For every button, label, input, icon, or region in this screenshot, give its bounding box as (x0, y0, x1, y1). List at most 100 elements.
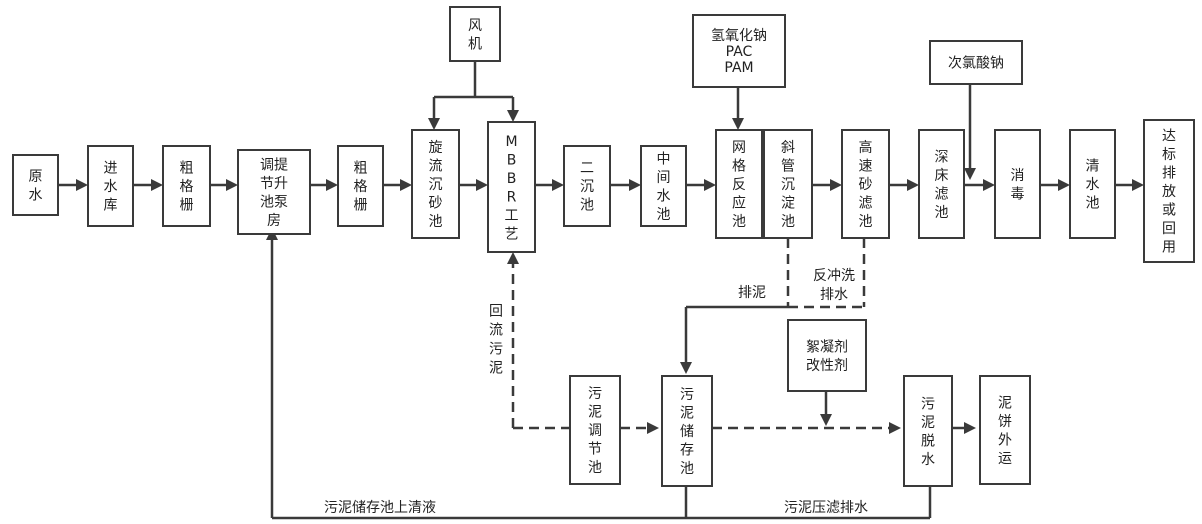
hypochlorite-label-line-1: 次氯酸钠 (948, 56, 1004, 72)
sludge-discharge-label: 排泥 (738, 285, 766, 301)
sludge-dewatering-label-line-2: 泥 (921, 415, 935, 431)
grid-reaction-label-line-2: 格 (732, 159, 746, 175)
return-sludge-label-line-3: 污 (489, 342, 503, 358)
discharge-label-line-4: 放 (1162, 184, 1176, 200)
sludge-conditioning-label-line-2: 泥 (588, 405, 602, 421)
intake-label-line-1: 进 (104, 161, 118, 177)
discharge-label-line-3: 排 (1162, 166, 1176, 182)
coarse-screen-1-label-line-3: 栅 (180, 198, 194, 214)
grid-reaction-label-line-4: 应 (732, 195, 746, 212)
return-sludge-label-line-4: 泥 (489, 361, 503, 377)
inclined-tube-label-line-5: 池 (781, 214, 795, 230)
clear-water-label-line-1: 清 (1086, 159, 1100, 175)
grit-chamber-label-line-4: 砂 (429, 196, 443, 212)
sludge-storage-label-line-3: 储 (680, 424, 694, 440)
flocculant-label-line-1: 絮凝剂 (806, 338, 848, 355)
coarse-screen-1-box: 粗格栅 (162, 145, 211, 227)
secondary-clarifier-label-line-3: 池 (580, 198, 594, 214)
inclined-tube-label-line-3: 沉 (781, 177, 795, 193)
blower-label-line-1: 风 (468, 18, 482, 34)
grid-reaction-label-line-1: 网 (732, 140, 746, 156)
arrowheads (76, 110, 1144, 434)
sludge-conditioning-label-line-4: 节 (588, 442, 602, 458)
deep-bed-filter-label-line-1: 深 (935, 149, 949, 165)
sand-filter-label-line-2: 速 (859, 159, 873, 175)
discharge-label-line-7: 用 (1162, 240, 1176, 256)
grid-reaction-label-line-5: 池 (732, 214, 746, 230)
clear-water-label-line-3: 池 (1086, 196, 1100, 212)
coarse-screen-2-box: 粗格栅 (337, 145, 384, 227)
raw-water-label-line-1: 原 (29, 169, 43, 185)
backwash-label-line2: 排水 (820, 287, 848, 303)
deep-bed-filter-label-line-4: 池 (935, 205, 949, 221)
grid-reaction-label-line-3: 反 (732, 177, 746, 193)
pump-house-label-line-2: 节升 (260, 176, 288, 192)
deep-bed-filter-label-line-2: 床 (935, 168, 949, 184)
intake-box: 进水库 (87, 145, 134, 227)
intake-label-line-2: 水 (104, 179, 118, 195)
return-sludge-label-line-1: 回 (489, 304, 503, 320)
grit-chamber-label-line-5: 池 (429, 214, 443, 230)
inclined-tube-label-line-1: 斜 (781, 140, 795, 156)
raw-water-label-line-2: 水 (29, 187, 43, 203)
mbbr-label-line-4: R (507, 189, 517, 205)
inclined-tube-label-line-4: 淀 (781, 196, 795, 212)
coarse-screen-2-label-line-3: 栅 (354, 198, 368, 214)
disinfection-label-line-2: 毒 (1011, 186, 1025, 202)
sludge-conditioning-label-line-5: 池 (588, 460, 602, 476)
grit-chamber-label-line-3: 沉 (429, 177, 443, 193)
grit-chamber-label-line-2: 流 (429, 159, 443, 175)
coarse-screen-2-label-line-1: 粗 (354, 161, 368, 177)
mbbr-label-line-6: 艺 (505, 226, 519, 242)
supernatant-label: 污泥储存池上清液 (324, 500, 436, 516)
raw-water-box: 原水 (12, 154, 59, 216)
coarse-screen-1-label-line-1: 粗 (180, 161, 194, 177)
sludge-storage-label-line-5: 池 (680, 461, 694, 477)
sludge-cake-label-line-3: 外 (998, 432, 1012, 448)
sludge-dewatering-label-line-4: 水 (921, 452, 935, 468)
sand-filter-label-line-3: 砂 (859, 177, 873, 193)
mbbr-label-line-3: B (507, 171, 517, 187)
coarse-screen-2-label-line-2: 格 (354, 179, 368, 195)
intermediate-tank-label-line-1: 中 (657, 151, 671, 167)
sludge-storage-label-line-4: 存 (680, 443, 694, 459)
discharge-label-line-6: 回 (1162, 221, 1176, 237)
hypochlorite-box: 次氯酸钠 (929, 40, 1023, 85)
grit-chamber-label-line-1: 旋 (429, 140, 443, 156)
sludge-cake-label-line-1: 泥 (998, 395, 1012, 411)
sludge-cake-label-line-4: 运 (998, 451, 1012, 467)
blower-label-line-2: 机 (468, 36, 482, 52)
discharge-label-line-5: 或 (1162, 203, 1176, 219)
return-sludge-label-line-2: 流 (489, 323, 503, 339)
secondary-clarifier-box: 二沉池 (563, 145, 611, 227)
mbbr-label-line-5: 工 (505, 208, 519, 224)
chemicals-label-line-1: 氢氧化钠 (711, 28, 767, 44)
intermediate-tank-label-line-2: 间 (657, 170, 671, 186)
clear-water-box: 清水池 (1069, 129, 1116, 239)
sludge-cake-label-line-2: 饼 (998, 414, 1012, 430)
discharge-label-line-1: 达 (1162, 129, 1176, 145)
secondary-clarifier-label-line-1: 二 (580, 161, 594, 177)
disinfection-box: 消毒 (994, 129, 1041, 239)
disinfection-label-line-1: 消 (1011, 168, 1025, 184)
pump-house-label-line-4: 房 (267, 213, 281, 229)
inclined-tube-label-line-2: 管 (781, 159, 795, 175)
chemicals-label-line-3: PAM (724, 60, 753, 76)
sludge-storage-label-line-1: 污 (680, 387, 694, 403)
mbbr-label-line-1: M (505, 134, 517, 150)
sand-filter-label-line-1: 高 (859, 139, 873, 156)
sand-filter-label-line-4: 滤 (859, 196, 873, 212)
backwash-label-line1: 反冲洗 (813, 268, 855, 284)
sludge-dewatering-label-line-3: 脱 (921, 433, 935, 449)
pump-house-label-line-1: 调提 (260, 157, 288, 173)
blower-box: 风机 (449, 6, 501, 62)
